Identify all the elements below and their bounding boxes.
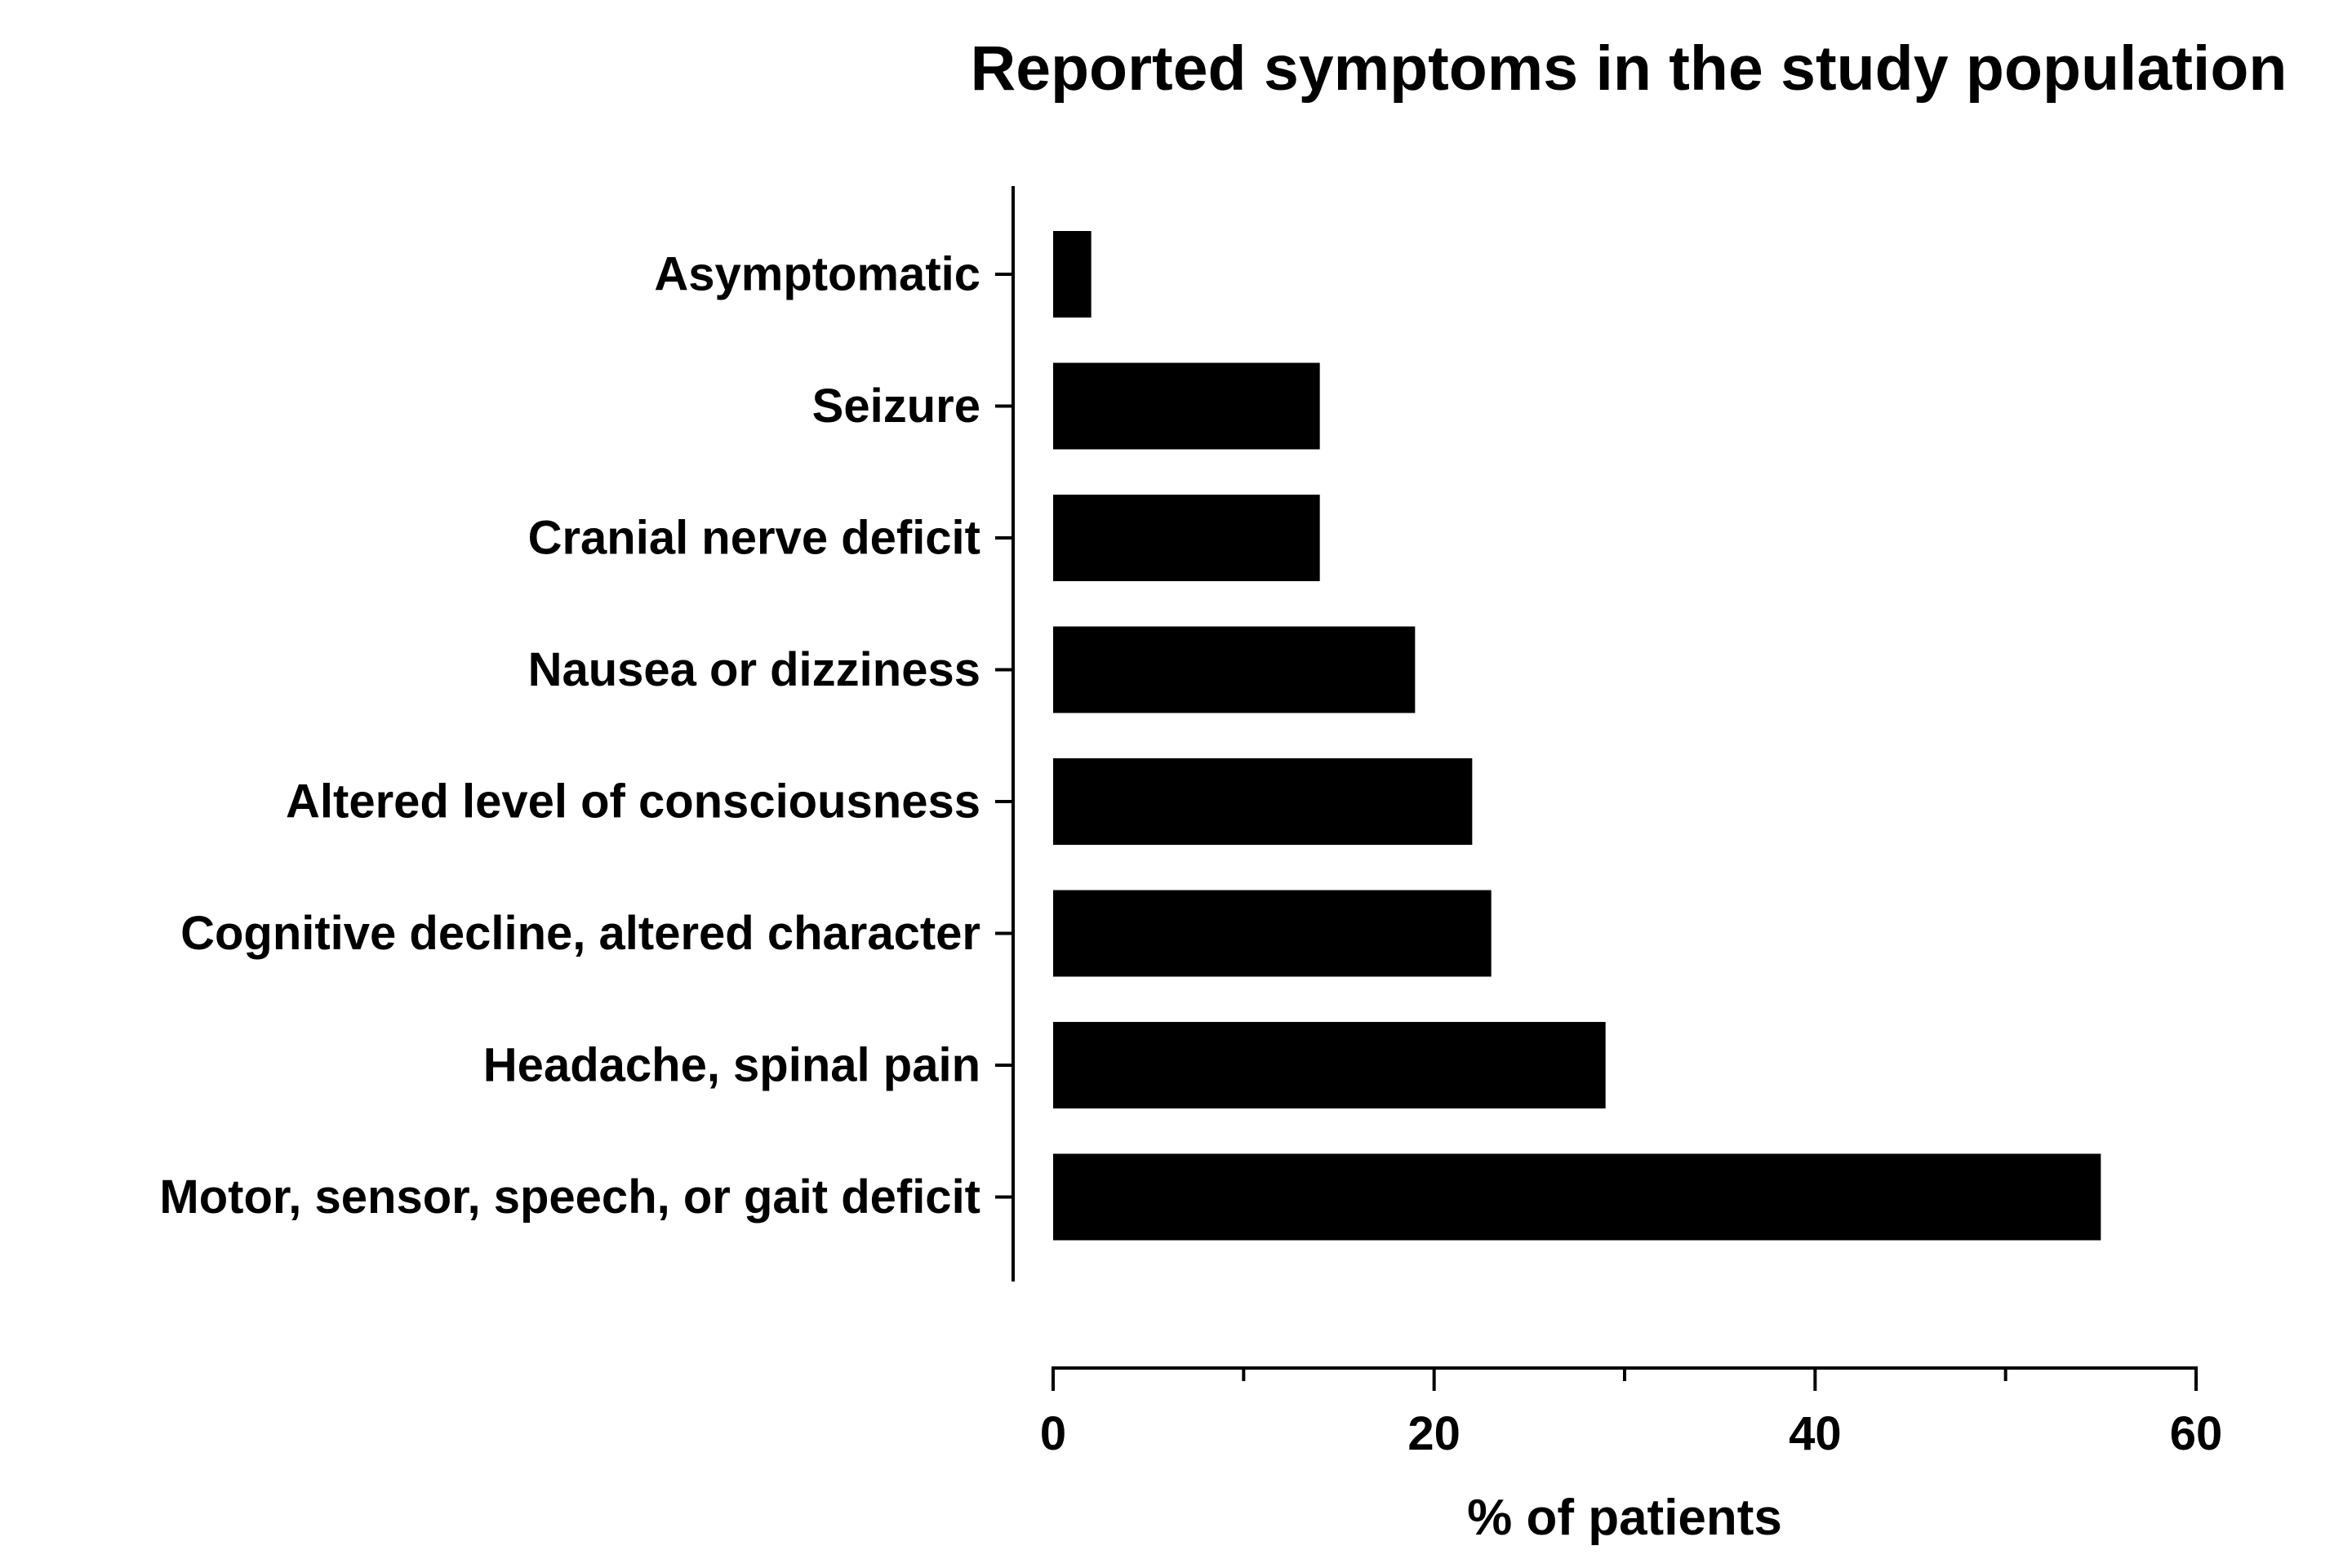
bar — [1053, 626, 1416, 713]
y-tick-label: Seizure — [812, 380, 980, 433]
bars — [1053, 231, 2101, 1241]
y-tick-label: Asymptomatic — [654, 248, 980, 301]
bar — [1053, 1153, 2101, 1241]
y-tick-label: Nausea or dizziness — [528, 643, 980, 696]
y-tick-label: Cranial nerve deficit — [528, 512, 980, 565]
bar — [1053, 1022, 1606, 1108]
x-axis: 0 20 40 60 — [1040, 1366, 2223, 1460]
y-tick-label: Cognitive decline, altered character — [180, 907, 980, 960]
y-tick-label: Altered level of consciousness — [286, 775, 980, 828]
bar — [1053, 362, 1320, 450]
bar — [1053, 231, 1092, 318]
chart-title: Reported symptoms in the study populatio… — [971, 33, 2288, 104]
x-tick-label: 0 — [1040, 1407, 1066, 1460]
bar — [1053, 890, 1492, 977]
y-tick-label: Headache, spinal pain — [483, 1039, 980, 1092]
x-tick-label: 40 — [1789, 1407, 1842, 1460]
x-axis-title: % of patients — [1467, 1490, 1782, 1546]
x-tick-label: 20 — [1407, 1407, 1461, 1460]
bar — [1053, 758, 1473, 845]
y-tick-label: Motor, sensor, speech, or gait deficit — [159, 1170, 980, 1224]
x-tick-label: 60 — [2170, 1407, 2223, 1460]
bar — [1053, 495, 1320, 581]
